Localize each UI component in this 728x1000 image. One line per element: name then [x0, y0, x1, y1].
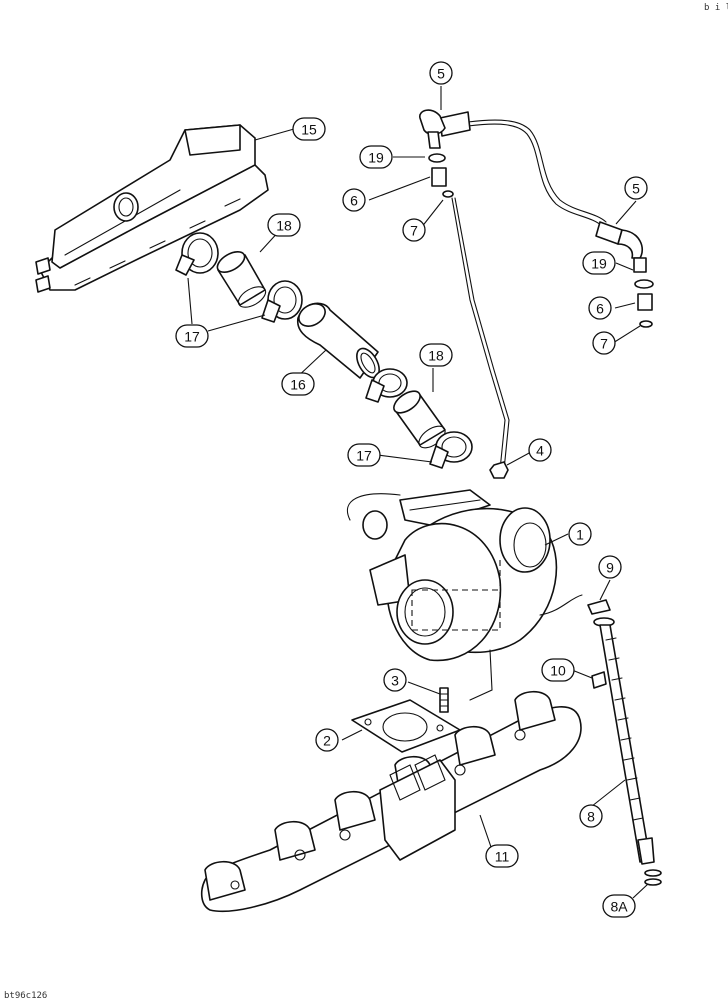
callout-number: 15 — [301, 122, 317, 138]
callout-c10: 10 — [541, 658, 575, 682]
callout-bubble — [541, 658, 575, 682]
drain-tube-part — [587, 599, 662, 886]
callout-c6a: 6 — [342, 188, 366, 212]
callout-c1: 1 — [568, 522, 592, 546]
exhaust-manifold-part — [200, 690, 582, 913]
callout-bubble — [624, 176, 648, 200]
callout-c9: 9 — [598, 555, 622, 579]
clamp-lower-b-part — [429, 431, 473, 469]
callout-bubble — [602, 894, 636, 918]
callout-number: 10 — [550, 663, 566, 679]
callout-c19a: 19 — [359, 145, 393, 169]
callout-c5a: 5 — [429, 61, 453, 85]
callout-c15: 15 — [292, 117, 326, 141]
nut-part — [489, 461, 509, 479]
stud-part — [439, 687, 449, 713]
callout-number: 17 — [356, 448, 372, 464]
callout-bubble — [429, 61, 453, 85]
callout-bubble — [588, 296, 612, 320]
elbow-tube-part — [296, 302, 380, 379]
callout-number: 6 — [350, 193, 358, 209]
turbocharger-part — [346, 489, 583, 701]
callout-number: 2 — [323, 733, 331, 749]
callout-number: 16 — [290, 377, 306, 393]
callout-c19b: 19 — [582, 251, 616, 275]
oil-line-2-part — [454, 197, 510, 471]
callout-c18a: 18 — [267, 213, 301, 237]
clamp-mid-part — [261, 280, 303, 323]
callout-number: 9 — [606, 560, 614, 576]
callout-bubble — [598, 555, 622, 579]
callout-bubble — [579, 804, 603, 828]
callout-number: 5 — [632, 181, 640, 197]
callout-number: 4 — [536, 443, 544, 459]
callout-bubble — [359, 145, 393, 169]
callout-c16: 16 — [281, 372, 315, 396]
callout-bubble — [383, 668, 407, 692]
oil-line-part — [451, 197, 506, 471]
callout-number: 8 — [587, 809, 595, 825]
callout-number: 11 — [495, 849, 510, 865]
callout-number: 5 — [437, 66, 445, 82]
callout-number: 6 — [596, 301, 604, 317]
leader-lines — [187, 86, 649, 899]
callout-number: 7 — [410, 223, 418, 239]
callout-c18b: 18 — [419, 343, 453, 367]
callout-bubble — [592, 331, 616, 355]
callout-bubble — [568, 522, 592, 546]
callout-bubble — [419, 343, 453, 367]
clamp-lower-a-part — [365, 368, 408, 403]
callout-c6b: 6 — [588, 296, 612, 320]
callout-bubble — [528, 438, 552, 462]
callout-bubble — [347, 443, 381, 467]
callout-c17b: 17 — [347, 443, 381, 467]
callout-bubble — [402, 218, 426, 242]
callout-bubble — [292, 117, 326, 141]
callout-number: 19 — [368, 150, 384, 166]
callout-c11: 11 — [485, 844, 519, 868]
oil-supply-line-part — [419, 109, 654, 328]
callout-number: 17 — [184, 329, 200, 345]
callout-bubble — [281, 372, 315, 396]
callout-number: 18 — [428, 348, 444, 364]
callout-bubble — [267, 213, 301, 237]
callout-c2: 2 — [315, 728, 339, 752]
callout-bubble — [582, 251, 616, 275]
clamp-upper-part — [175, 232, 219, 276]
callout-number: 7 — [600, 336, 608, 352]
callout-bubble — [342, 188, 366, 212]
sleeve-upper-part — [216, 250, 267, 308]
callout-number: 18 — [276, 218, 292, 234]
callout-c8: 8 — [579, 804, 603, 828]
callout-number: 1 — [576, 527, 584, 543]
corner-code-top: b i l l — [704, 3, 728, 13]
callout-c3: 3 — [383, 668, 407, 692]
callout-c5b: 5 — [624, 176, 648, 200]
corner-code-bottom: bt96c126 — [4, 991, 47, 1000]
callout-number: 19 — [591, 256, 607, 272]
callout-c4: 4 — [528, 438, 552, 462]
callout-number: 3 — [391, 673, 399, 689]
callout-bubble — [315, 728, 339, 752]
callout-c8a: 8A — [602, 894, 636, 918]
callout-c7a: 7 — [402, 218, 426, 242]
callout-c17a: 17 — [175, 324, 209, 348]
callout-c7b: 7 — [592, 331, 616, 355]
callout-bubble — [485, 844, 519, 868]
callout-number: 8A — [610, 899, 628, 915]
aftercooler-part — [35, 124, 269, 293]
callout-bubble — [175, 324, 209, 348]
